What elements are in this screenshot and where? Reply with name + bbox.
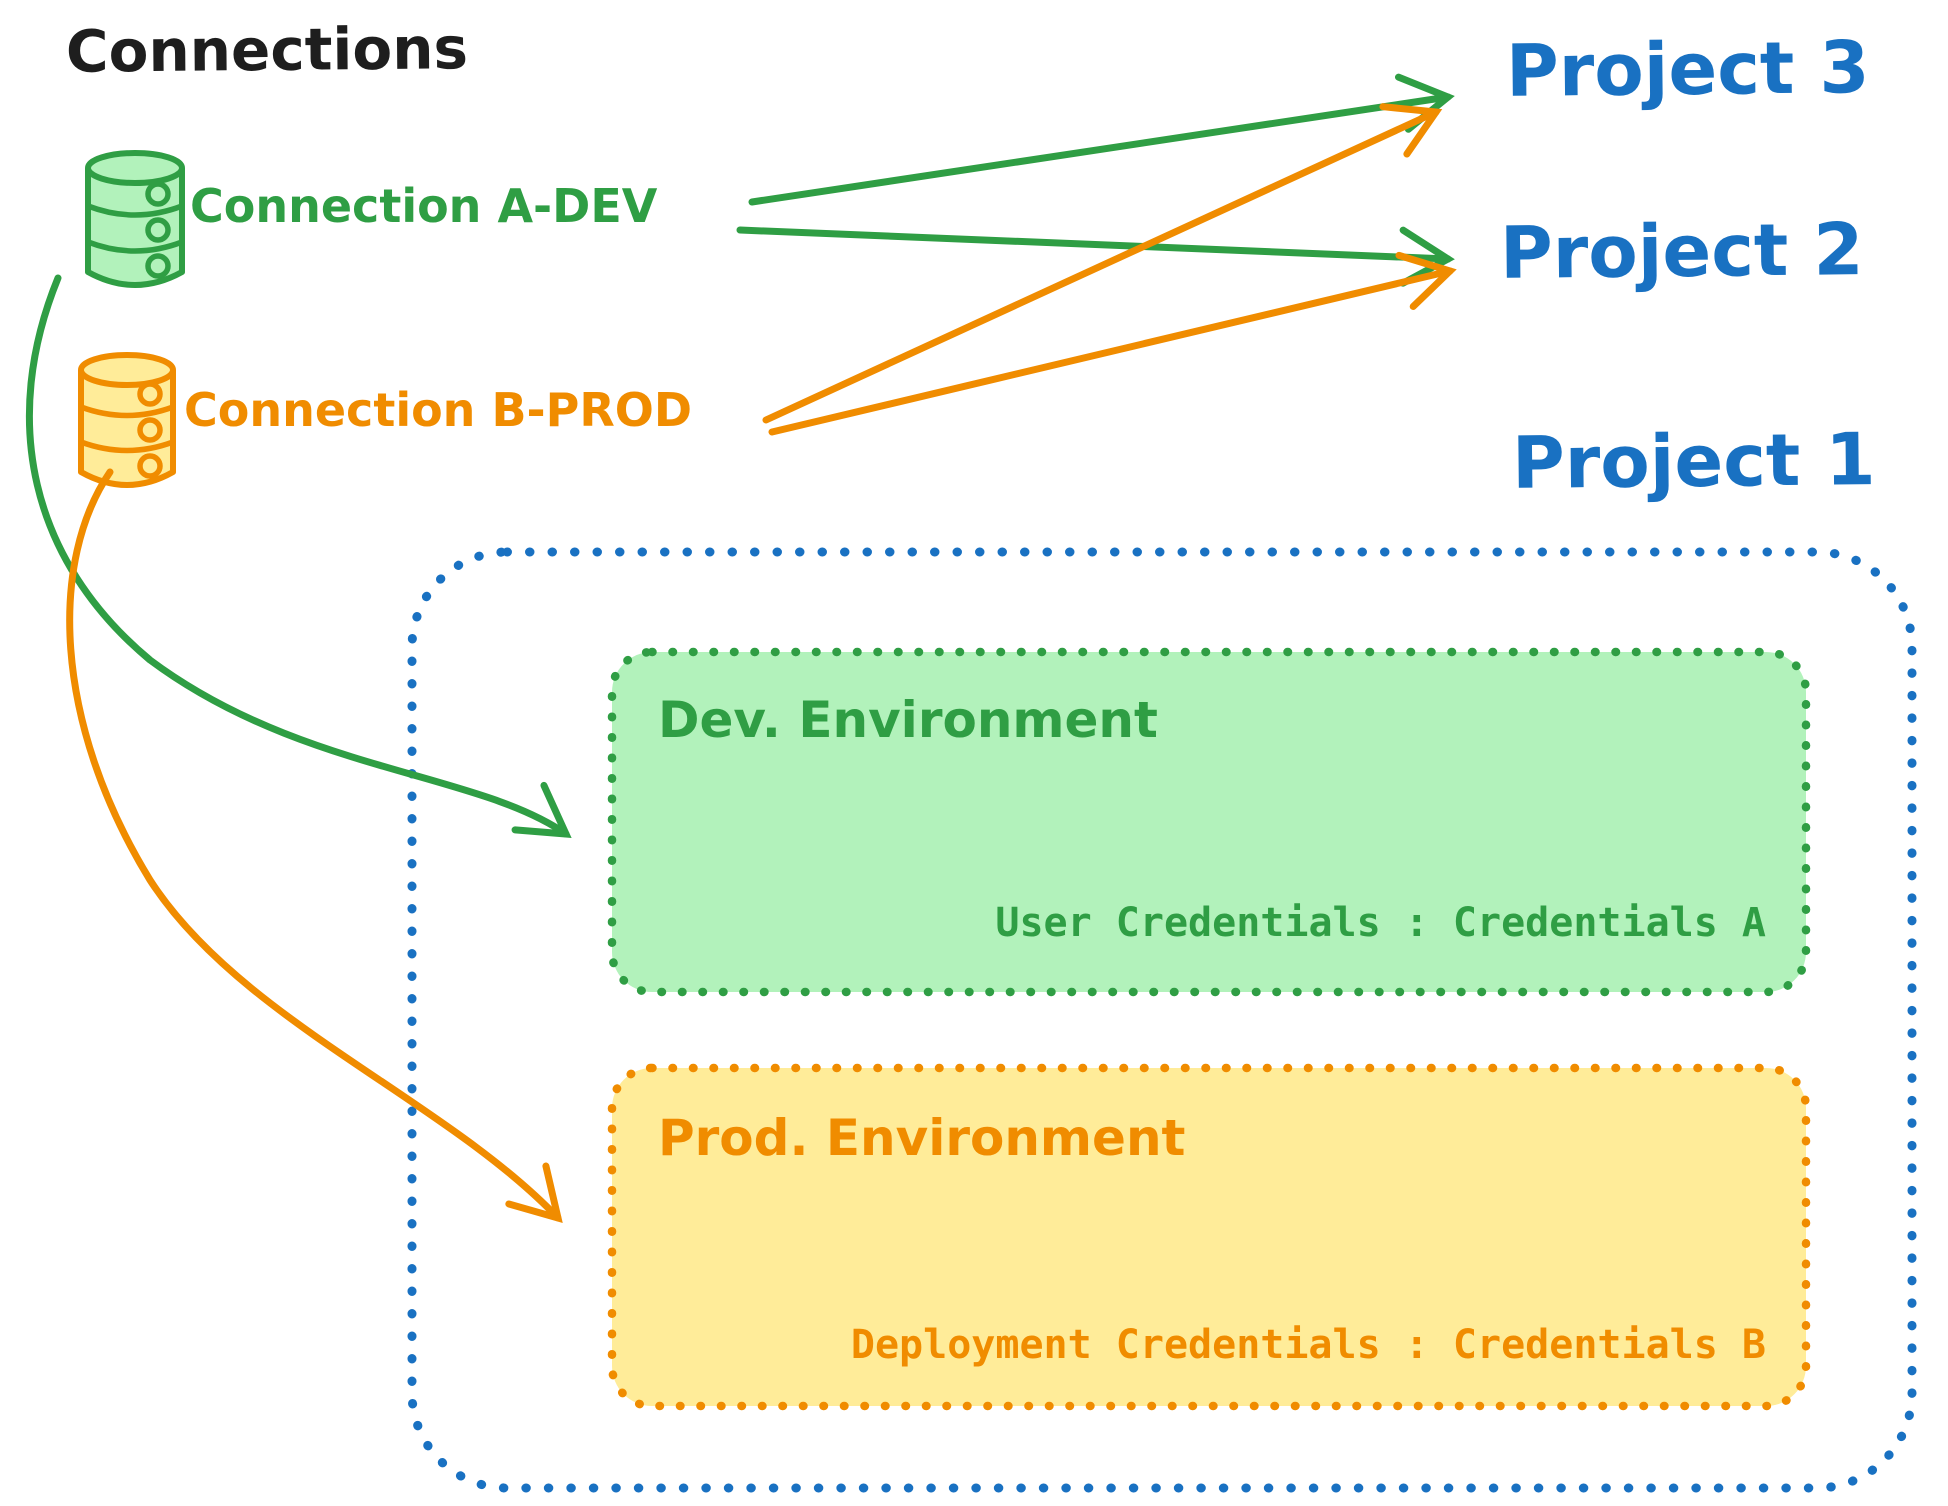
arrow-a-dev-to-project2: [736, 226, 1455, 287]
prod-environment-credentials: Deployment Credentials : Credentials B: [850, 1322, 1766, 1368]
database-dev-icon: [85, 150, 185, 288]
arrow-b-prod-to-project2: [768, 251, 1457, 436]
dev-environment-credentials: User Credentials : Credentials A: [995, 900, 1766, 946]
connection-a-dev-label: Connection A-DEV: [190, 179, 658, 233]
arrow-b-prod-to-project3: [762, 103, 1443, 424]
arrow-b-prod-to-prod-environment: [66, 468, 563, 1223]
project-2-label: Project 2: [1499, 207, 1864, 295]
prod-environment-box: [607, 1063, 1811, 1411]
project1-container-box: [407, 547, 1917, 1493]
arrow-a-dev-to-project3: [748, 73, 1455, 206]
arrow-a-dev-to-dev-environment: [25, 274, 572, 838]
dev-environment-box: [607, 647, 1811, 997]
database-prod-icon: [78, 352, 176, 488]
connections-title: Connections: [65, 14, 469, 86]
prod-environment-title: Prod. Environment: [658, 1109, 1186, 1167]
project-3-label: Project 3: [1505, 25, 1870, 113]
project-1-label: Project 1: [1511, 417, 1876, 505]
dev-environment-title: Dev. Environment: [658, 691, 1158, 749]
connection-b-prod-label: Connection B-PROD: [184, 383, 693, 437]
